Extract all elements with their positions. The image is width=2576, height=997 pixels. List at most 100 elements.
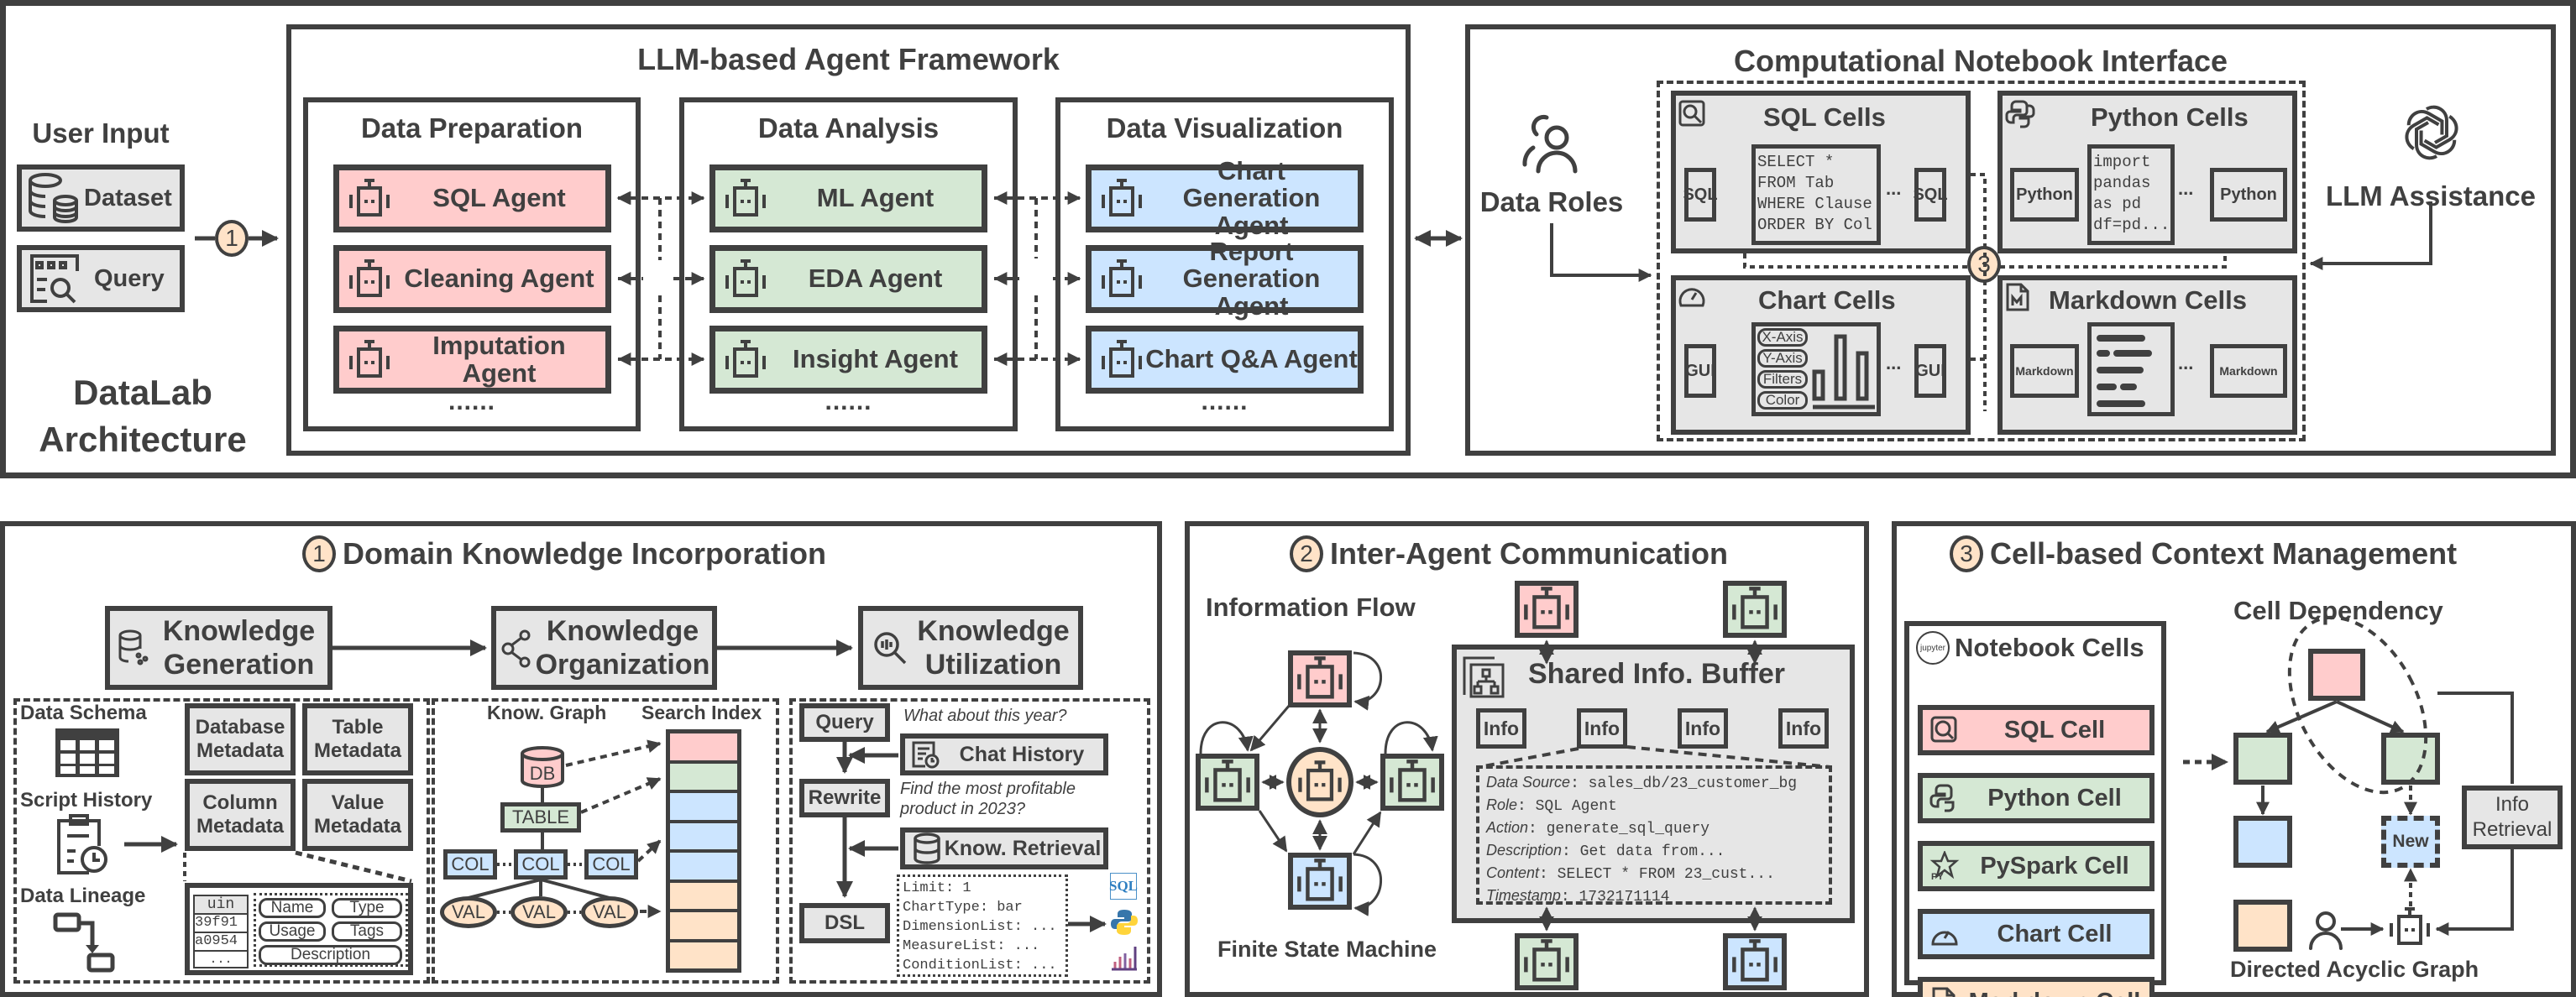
buffer-title: Shared Info. Buffer <box>1528 658 1786 690</box>
know-retrieval-label: Know. Retrieval <box>944 836 1102 860</box>
shared-buffer-icon <box>1463 656 1505 698</box>
know-graph-title: Know. Graph <box>487 702 607 723</box>
column-header: uin <box>195 896 247 915</box>
query-input[interactable]: Query <box>17 245 185 312</box>
column-value: ... <box>209 952 233 967</box>
metadata-line1: Column <box>202 791 278 814</box>
pyspark-star-icon: PY <box>1929 851 1960 881</box>
table-node: TABLE <box>500 802 581 833</box>
notebook-cell-markdown-cell[interactable]: Markdown Cell <box>1918 977 2155 997</box>
agent-chart-qa[interactable]: Chart Q&A Agent <box>1086 326 1364 394</box>
notebook-cells-region <box>1657 81 2306 441</box>
col-node: COL <box>584 849 638 880</box>
info-field: Data Source: sales_db/23_customer_bg <box>1486 772 1822 795</box>
badge-2-inter-agent: 2 <box>1290 535 1323 572</box>
step-line2: Utilization <box>924 649 1062 681</box>
info-field: Content: SELECT * FROM 23_cust... <box>1486 863 1822 885</box>
agent-cleaning[interactable]: Cleaning Agent <box>333 245 611 313</box>
agent-insight[interactable]: Insight Agent <box>709 326 987 394</box>
buffer-agent-green-bottom <box>1515 933 1579 990</box>
search-insight-icon <box>874 632 907 665</box>
field-description: Description <box>259 945 402 965</box>
agent-imputation[interactable]: Imputation Agent <box>333 326 611 394</box>
agent-ml[interactable]: ML Agent <box>709 164 987 232</box>
bar-chart-icon <box>1112 947 1137 971</box>
rewrite-example: Find the most profitable product in 2023… <box>900 779 1076 819</box>
utilization-region <box>789 698 1150 984</box>
search-index-row <box>670 759 737 790</box>
dataset-input[interactable]: Dataset <box>17 164 185 232</box>
notebook-cell-sql-cell[interactable]: SQL Cell <box>1918 705 2155 755</box>
agent-sql[interactable]: SQL Agent <box>333 164 611 232</box>
dag-node-python-right <box>2381 733 2440 785</box>
gauge-icon <box>1678 288 1705 307</box>
text-lines-icon <box>2097 335 2152 407</box>
info-field-value: : Get data from... <box>1562 843 1725 860</box>
badge-3-cell-context: 3 <box>1950 535 1983 572</box>
info-field-key: Role <box>1486 796 1518 813</box>
notebook-interface <box>1465 24 2556 456</box>
query-example: What about this year? <box>903 707 1067 725</box>
architecture-title: DataLab Architecture <box>17 369 269 463</box>
metadata-line1: Value <box>331 791 385 814</box>
sql-code-line: ORDER BY Col <box>1757 216 1872 234</box>
fsm-agent-bottom <box>1288 853 1352 910</box>
robot-icon <box>1102 178 1142 217</box>
knowledge-organization-step[interactable]: Knowledge Organization <box>491 606 717 690</box>
search-index-row <box>670 819 737 849</box>
chart-cells-title: Chart Cells <box>1758 285 1896 315</box>
agent-label: ML Agent <box>816 183 935 213</box>
info-field: Timestamp: 1732171114 <box>1486 885 1822 908</box>
notebook-cell-python-cell[interactable]: Python Cell <box>1918 773 2155 823</box>
search-index-row <box>670 733 737 760</box>
know-retrieval-box[interactable]: Know. Retrieval <box>900 827 1108 869</box>
script-clock-icon <box>57 814 107 874</box>
buffer-agent-green <box>1723 581 1787 638</box>
chip-x-axis: X-Axis <box>1757 328 1808 347</box>
knowledge-utilization-step[interactable]: Knowledge Utilization <box>858 606 1083 690</box>
robot-icon <box>725 339 766 378</box>
knowledge-generation-step[interactable]: Knowledge Generation <box>105 606 332 690</box>
python-cells-title: Python Cells <box>2091 102 2249 132</box>
col-node: COL <box>443 849 497 880</box>
sql-logo-icon: SQL <box>1109 873 1138 900</box>
chat-history-label: Chat History <box>959 742 1085 766</box>
chart-gui-block: X-Axis Y-Axis Filters Color <box>1751 322 1881 416</box>
database-icon <box>914 833 940 864</box>
sql-code-line: SELECT * <box>1757 153 1835 171</box>
dag-node-python-left <box>2233 733 2292 785</box>
step-line1: Knowledge <box>546 615 699 647</box>
agent-report-generation[interactable]: Report Generation Agent <box>1086 238 1364 319</box>
search-index <box>666 729 741 973</box>
info-field-key: Data Source <box>1486 774 1571 791</box>
search-index-title: Search Index <box>641 702 762 723</box>
python-icon <box>2005 100 2035 128</box>
info-field: Role: SQL Agent <box>1486 795 1822 817</box>
more-agents-analysis: ...... <box>825 388 872 415</box>
robot-icon <box>349 339 390 378</box>
python-code-line: pandas <box>2093 174 2151 192</box>
chip-color: Color <box>1757 391 1808 410</box>
notebook-cell-chart-cell[interactable]: Chart Cell <box>1918 909 2155 959</box>
chip-y-axis: Y-Axis <box>1757 349 1808 368</box>
column-value: 39f91 <box>195 915 247 933</box>
chat-history-box[interactable]: Chat History <box>900 733 1108 775</box>
field-type: Type <box>332 898 402 918</box>
domain-knowledge-title: Domain Knowledge Incorporation <box>343 536 827 571</box>
inter-agent-title: Inter-Agent Communication <box>1330 536 1728 571</box>
chart-ellipsis: ... <box>1886 352 1902 373</box>
metadata-line2: Metadata <box>313 739 402 762</box>
robot-icon <box>725 258 766 297</box>
chip-filters: Filters <box>1757 370 1808 389</box>
search-index-row <box>670 879 737 909</box>
step-line2: Organization <box>535 649 710 681</box>
agent-chart-generation[interactable]: Chart Generation Agent <box>1086 157 1364 238</box>
metadata-line2: Metadata <box>196 815 285 838</box>
source-data-lineage: Data Lineage <box>20 885 146 907</box>
sql-ellipsis: ... <box>1886 178 1902 199</box>
agent-eda[interactable]: EDA Agent <box>709 245 987 313</box>
domain-knowledge-panel <box>0 521 1162 997</box>
